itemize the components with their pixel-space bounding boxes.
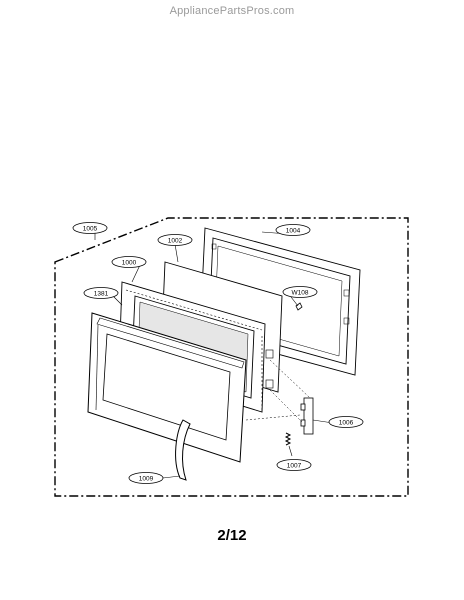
callout-1006: 1006 [328, 416, 364, 428]
part-1381-outer-door [87, 312, 247, 463]
part-1007-spring [284, 432, 292, 446]
callout-label: 1005 [83, 226, 98, 233]
part-w108-clip [295, 302, 303, 311]
assembly-boundary [54, 217, 409, 497]
watermark-text: AppliancePartsPros.com [169, 5, 295, 17]
callout-1002: 1002 [157, 234, 193, 246]
callout-1381: 1381 [83, 287, 119, 299]
part-1006-latch [300, 397, 314, 435]
callout-label: 1381 [94, 291, 109, 298]
callout-label: W108 [292, 290, 309, 297]
callout-1000: 1000 [111, 256, 147, 268]
callout-label: 1002 [168, 238, 183, 245]
callout-1007: 1007 [276, 459, 312, 471]
callout-label: 1007 [287, 463, 302, 470]
callout-w108: W108 [282, 286, 318, 298]
callout-label: 1009 [139, 476, 154, 483]
page-number: 2/12 [217, 527, 247, 544]
callout-label: 1000 [122, 260, 137, 267]
callout-1005: 1005 [72, 222, 108, 234]
alignment-lines [245, 359, 311, 423]
part-1009-handle [175, 419, 191, 481]
callout-label: 1004 [286, 228, 301, 235]
callout-1004: 1004 [275, 224, 311, 236]
callout-1009: 1009 [128, 472, 164, 484]
callout-label: 1006 [339, 420, 354, 427]
